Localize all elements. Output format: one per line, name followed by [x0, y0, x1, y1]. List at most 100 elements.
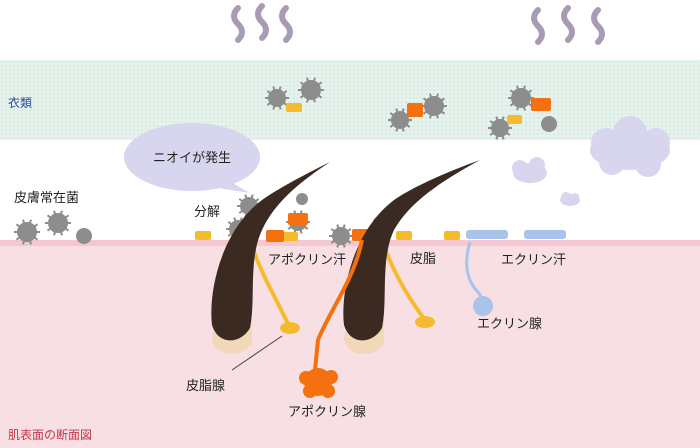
- bacteria-spike: [28, 240, 32, 245]
- bacteria-spike: [278, 86, 282, 91]
- bacteria-spike: [317, 94, 323, 99]
- apocrine-gland-label: アポクリン腺: [288, 405, 366, 420]
- bacteria-spike: [306, 77, 310, 82]
- bacteria-spike: [46, 214, 52, 219]
- bacteria-spike: [489, 131, 495, 136]
- bacteria-spike: [405, 123, 411, 128]
- bacteria-spike: [422, 110, 428, 115]
- bacteria-spike: [22, 240, 26, 245]
- bacteria-spike: [505, 131, 511, 136]
- bacteria-spike: [389, 112, 395, 117]
- bacteria-spike: [303, 225, 309, 230]
- bacteria-spike: [282, 90, 288, 95]
- bacteria-spike: [330, 228, 336, 233]
- bacteria-spike: [317, 81, 323, 86]
- bacteria-spike: [250, 194, 254, 199]
- bacteria-spike: [527, 102, 533, 107]
- sebum-label: 皮脂: [410, 252, 436, 267]
- bacteria-spike: [495, 135, 499, 140]
- bacteria-spike: [64, 227, 70, 232]
- bacteria-spike: [395, 127, 399, 132]
- bacteria-spike: [53, 231, 57, 236]
- decomposition-label: 分解: [194, 205, 220, 220]
- bacteria-spike: [15, 236, 21, 241]
- odor-bubble-label: ニオイが発生: [153, 151, 231, 166]
- bacteria-spike: [53, 210, 57, 215]
- bacteria-spike: [227, 221, 233, 226]
- bacteria-spike: [522, 85, 526, 90]
- skin-bacteria-label: 皮膚常在菌: [14, 190, 79, 206]
- bacteria-spike: [516, 85, 520, 90]
- bacteria-spike: [33, 223, 39, 228]
- bacteria-spike: [516, 106, 520, 111]
- bacteria-spike: [227, 232, 233, 237]
- bacteria-spike: [336, 224, 340, 229]
- eccrine-droplet-icon: [466, 230, 566, 239]
- bacteria-spike: [489, 120, 495, 125]
- bacteria-spike: [299, 94, 305, 99]
- bacteria-spike: [64, 214, 70, 219]
- bacteria-spike: [46, 227, 52, 232]
- bacteria-spike: [429, 114, 433, 119]
- bacteria-spike: [435, 114, 439, 119]
- bacteria-spike: [59, 231, 63, 236]
- bacteria-spike: [266, 90, 272, 95]
- bacteria-spike: [239, 217, 243, 222]
- bacteria-spike: [346, 239, 352, 244]
- sebaceous-pointer-line: [231, 335, 283, 371]
- bacteria-spike: [244, 194, 248, 199]
- bacteria-spike: [401, 127, 405, 132]
- bacteria-spike: [522, 106, 526, 111]
- eccrine-gland-icon: [465, 241, 493, 316]
- bacteria-spike: [299, 229, 303, 234]
- bacteria-spike: [28, 219, 32, 224]
- apocrine-sweat-label: アポクリン汗: [268, 253, 346, 268]
- bacteria-spike: [59, 210, 63, 215]
- clothing-label: 衣類: [8, 95, 32, 110]
- apocrine-droplet-icon: [407, 98, 551, 117]
- bacteria-spike: [312, 77, 316, 82]
- bacteria-spike: [429, 93, 433, 98]
- speech-bubble-icon: [124, 123, 260, 193]
- apocrine-gland-icon: [299, 239, 364, 398]
- bacteria-spike: [299, 81, 305, 86]
- odor-cloud-icon: [512, 116, 670, 206]
- bacteria-spike: [527, 89, 533, 94]
- bacteria-spike: [254, 198, 260, 203]
- hair-follicle-right: [343, 160, 480, 354]
- bacteria-spike: [501, 135, 505, 140]
- bacteria-spike: [238, 198, 244, 203]
- bacteria-spike: [238, 209, 244, 214]
- clothing-band: [0, 60, 700, 140]
- bacteria-spike: [422, 97, 428, 102]
- bacteria-spike: [440, 97, 446, 102]
- bacteria-spike: [15, 223, 21, 228]
- sebaceous-gland-label: 皮脂腺: [186, 379, 225, 394]
- bacteria-spike: [266, 101, 272, 106]
- bacteria-spike: [509, 102, 515, 107]
- sebum-droplet-icon: [195, 231, 460, 241]
- odor-wave-icon: [231, 3, 605, 45]
- bacteria-spike: [342, 243, 346, 248]
- skin-cross-section-label: 肌表面の断面図: [8, 427, 92, 442]
- bacteria-spike: [501, 116, 505, 121]
- sebum-droplet-icon: [286, 103, 522, 124]
- eccrine-gland-label: エクリン腺: [477, 317, 542, 332]
- bacteria-spike: [395, 108, 399, 113]
- bacteria-spike: [278, 105, 282, 110]
- bacteria-spike: [342, 224, 346, 229]
- bacteria-spike: [272, 105, 276, 110]
- bacteria-icon: [265, 77, 557, 140]
- bacteria-spike: [509, 89, 515, 94]
- bacteria-spike: [233, 217, 237, 222]
- eccrine-sweat-label: エクリン汗: [501, 253, 566, 268]
- bacteria-spike: [306, 98, 310, 103]
- bacteria-spike: [440, 110, 446, 115]
- bacteria-spike: [33, 236, 39, 241]
- bacteria-spike: [22, 219, 26, 224]
- bacteria-spike: [330, 239, 336, 244]
- bacteria-spike: [435, 93, 439, 98]
- bacteria-spike: [287, 225, 293, 230]
